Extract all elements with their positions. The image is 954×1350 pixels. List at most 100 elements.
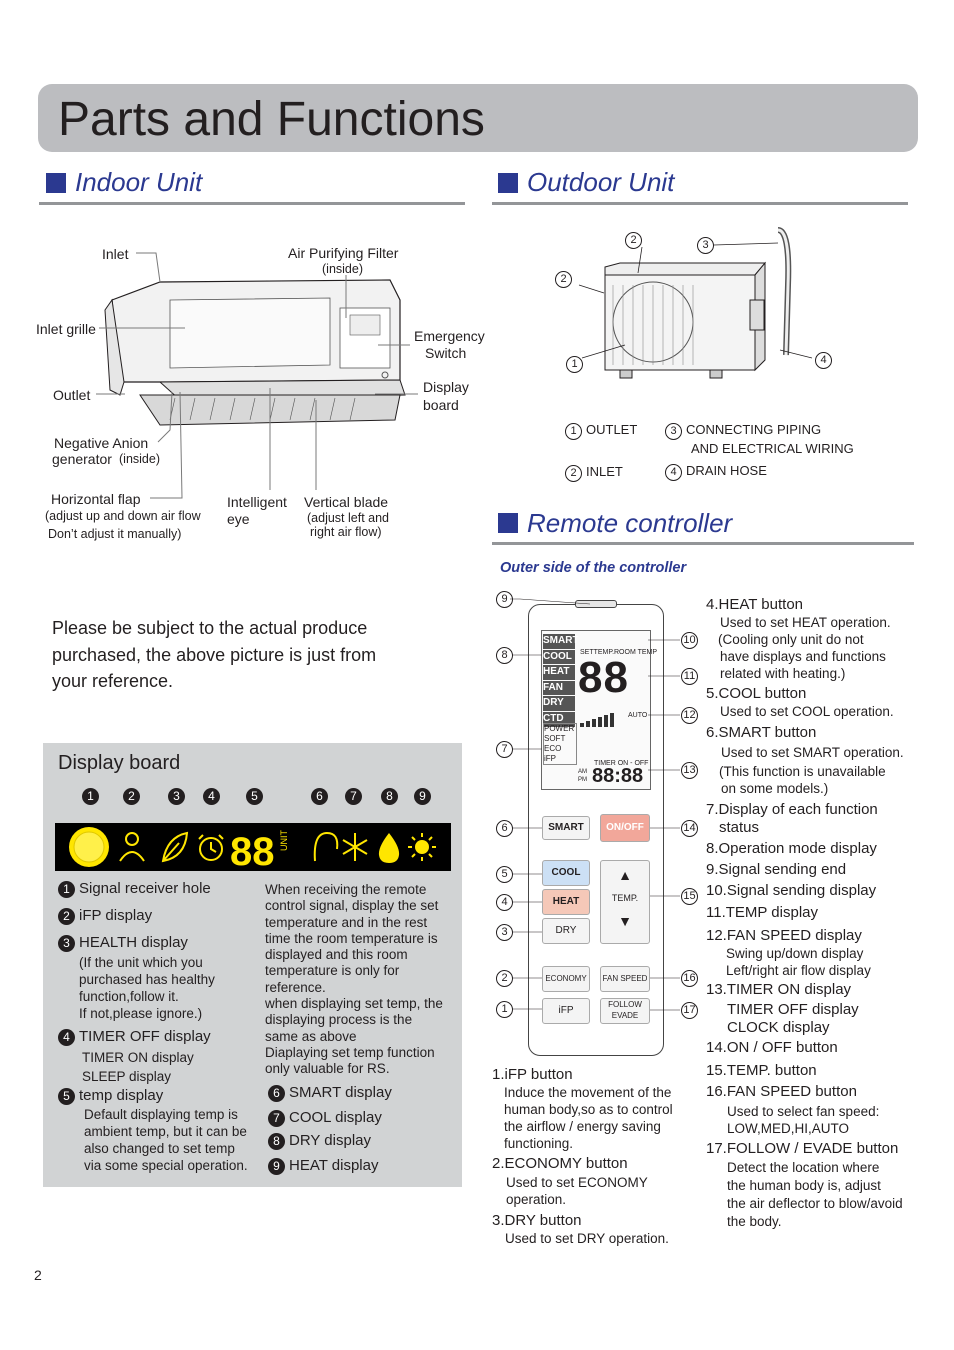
- list-sub: (Cooling only unit do not: [718, 632, 864, 647]
- note-line: displayed and this room: [265, 947, 408, 963]
- note-line: When receiving the remote: [265, 882, 427, 897]
- label-display: Display: [423, 379, 469, 395]
- list-item: 13.TIMER ON display: [706, 981, 852, 998]
- list-item: 6.SMART button: [706, 724, 817, 741]
- outdoor-heading: Outdoor Unit: [527, 167, 675, 197]
- remote-right-list: 4.HEAT button Used to set HEAT operation…: [706, 596, 946, 1230]
- list-item: 11.TEMP display: [706, 904, 818, 921]
- callout: 2: [555, 271, 572, 288]
- remote-callout-10: 10: [681, 632, 702, 649]
- remote-callout-11: 11: [681, 668, 702, 685]
- remote-left-list: 1.iFP button Induce the movement of the …: [492, 1066, 702, 1247]
- list-sub: TIMER OFF display: [727, 1001, 859, 1018]
- remote-callout-4: 4: [496, 894, 517, 911]
- number-badge: 6: [311, 788, 328, 805]
- callout: 17: [681, 1002, 698, 1019]
- note-line: purchased, the above picture is just fro…: [52, 644, 377, 665]
- label-emergency-2: Switch: [425, 345, 467, 361]
- remote-callout-14: 14: [681, 820, 702, 837]
- number-badge: 4: [58, 1029, 75, 1046]
- remote-callout-12: 12: [681, 707, 702, 724]
- number-badge: 9: [414, 788, 431, 805]
- timer-notes: TIMER ON display SLEEP display: [82, 1048, 194, 1086]
- list-item: 14.ON / OFF button: [706, 1039, 838, 1056]
- label-ieye: Intelligent: [227, 494, 287, 510]
- lcd-mode: CTD: [543, 711, 575, 727]
- list-sub: the air deflector to blow/avoid: [727, 1196, 903, 1211]
- label-neg-anion-2: generator: [52, 451, 112, 467]
- list-sub: the airflow / energy saving: [504, 1119, 661, 1134]
- health-note: (If the unit which you purchased has hea…: [79, 954, 215, 1022]
- lcd-mode2: iFP: [544, 754, 556, 763]
- temp-up-icon[interactable]: ▲: [618, 867, 632, 883]
- list-item: 10.Signal sending display: [706, 882, 877, 899]
- remote-callout-6: 6: [496, 820, 517, 837]
- number-badge: 8: [381, 788, 398, 805]
- note-line: SLEEP display: [82, 1069, 172, 1084]
- item-label: COOL display: [289, 1109, 382, 1126]
- number-badge: 7: [345, 788, 362, 805]
- label-neg-anion: Negative Anion: [54, 435, 149, 451]
- outdoor-rule: [492, 202, 908, 205]
- label-vblade: Vertical blade: [304, 494, 389, 510]
- heat-button[interactable]: HEAT: [542, 889, 590, 915]
- temp-down-icon[interactable]: ▼: [618, 913, 632, 929]
- outdoor-callout-2b: 2: [555, 271, 576, 288]
- number-badge: 8: [268, 1133, 285, 1150]
- smart-button[interactable]: SMART: [542, 816, 590, 840]
- list-sub: Left/right air flow display: [726, 963, 871, 978]
- legend-label: INLET: [586, 464, 623, 479]
- note-line: TIMER ON display: [82, 1050, 194, 1065]
- callout: 15: [681, 888, 698, 905]
- list-sub: on some models.): [721, 781, 829, 796]
- list-sub: Used to set SMART operation.: [721, 745, 904, 760]
- lcd-pm: PM: [578, 777, 587, 783]
- note-line: function,follow it.: [79, 989, 179, 1004]
- onoff-button[interactable]: ON/OFF: [600, 814, 650, 842]
- remote-callout-15: 15: [681, 888, 702, 905]
- callout: 4: [496, 894, 513, 911]
- list-sub: (This function is unavailable: [719, 764, 886, 779]
- list-sub: operation.: [506, 1192, 567, 1207]
- lcd-mode: COOL: [543, 649, 575, 665]
- list-sub: CLOCK display: [727, 1019, 830, 1036]
- list-item: 1.iFP button: [492, 1066, 573, 1083]
- label-hflap: Horizontal flap: [51, 491, 141, 507]
- list-item: 16.FAN SPEED button: [706, 1083, 857, 1100]
- list-item: 8.Operation mode display: [706, 840, 877, 857]
- follow-evade-button[interactable]: FOLLOW EVADE: [600, 998, 650, 1024]
- board-number-3: 3: [168, 787, 189, 805]
- remote-callout-7: 7: [496, 741, 517, 758]
- indoor-unit-illustration: [104, 279, 406, 426]
- dry-button[interactable]: DRY: [542, 918, 590, 944]
- note-line: time the room temperature is: [265, 930, 438, 946]
- label-air-filter: Air Purifying Filter: [288, 245, 399, 261]
- list-sub: Induce the movement of the: [504, 1085, 672, 1100]
- list-item: 15.TEMP. button: [706, 1062, 817, 1079]
- callout: 2: [496, 970, 513, 987]
- board-number-2: 2: [123, 787, 144, 805]
- item-label: temp display: [79, 1087, 164, 1104]
- note-line: (If the unit which you: [79, 955, 203, 970]
- callout: 1: [565, 423, 582, 440]
- smart-icon: [313, 831, 339, 862]
- sun-icon: [415, 840, 429, 854]
- cool-button[interactable]: COOL: [542, 860, 590, 886]
- board-number-5: 5: [246, 787, 267, 805]
- fanspeed-button[interactable]: FAN SPEED: [600, 966, 650, 992]
- item-label: SMART display: [289, 1084, 392, 1101]
- title-banner: Parts and Functions: [38, 84, 918, 152]
- board-number-9: 9: [414, 787, 435, 805]
- ifp-button[interactable]: iFP: [542, 998, 590, 1024]
- temp-rocker[interactable]: ▲ TEMP. ▼: [600, 860, 650, 944]
- economy-button[interactable]: ECONOMY: [542, 966, 590, 992]
- list-sub: Used to set ECONOMY: [506, 1175, 648, 1190]
- lcd-mode2: SOFT: [544, 734, 566, 743]
- temp-digits: 88: [230, 830, 275, 871]
- callout: 3: [496, 924, 513, 941]
- callout: 16: [681, 970, 698, 987]
- callout: 13: [681, 762, 698, 779]
- alarm-clock-icon: [199, 837, 223, 861]
